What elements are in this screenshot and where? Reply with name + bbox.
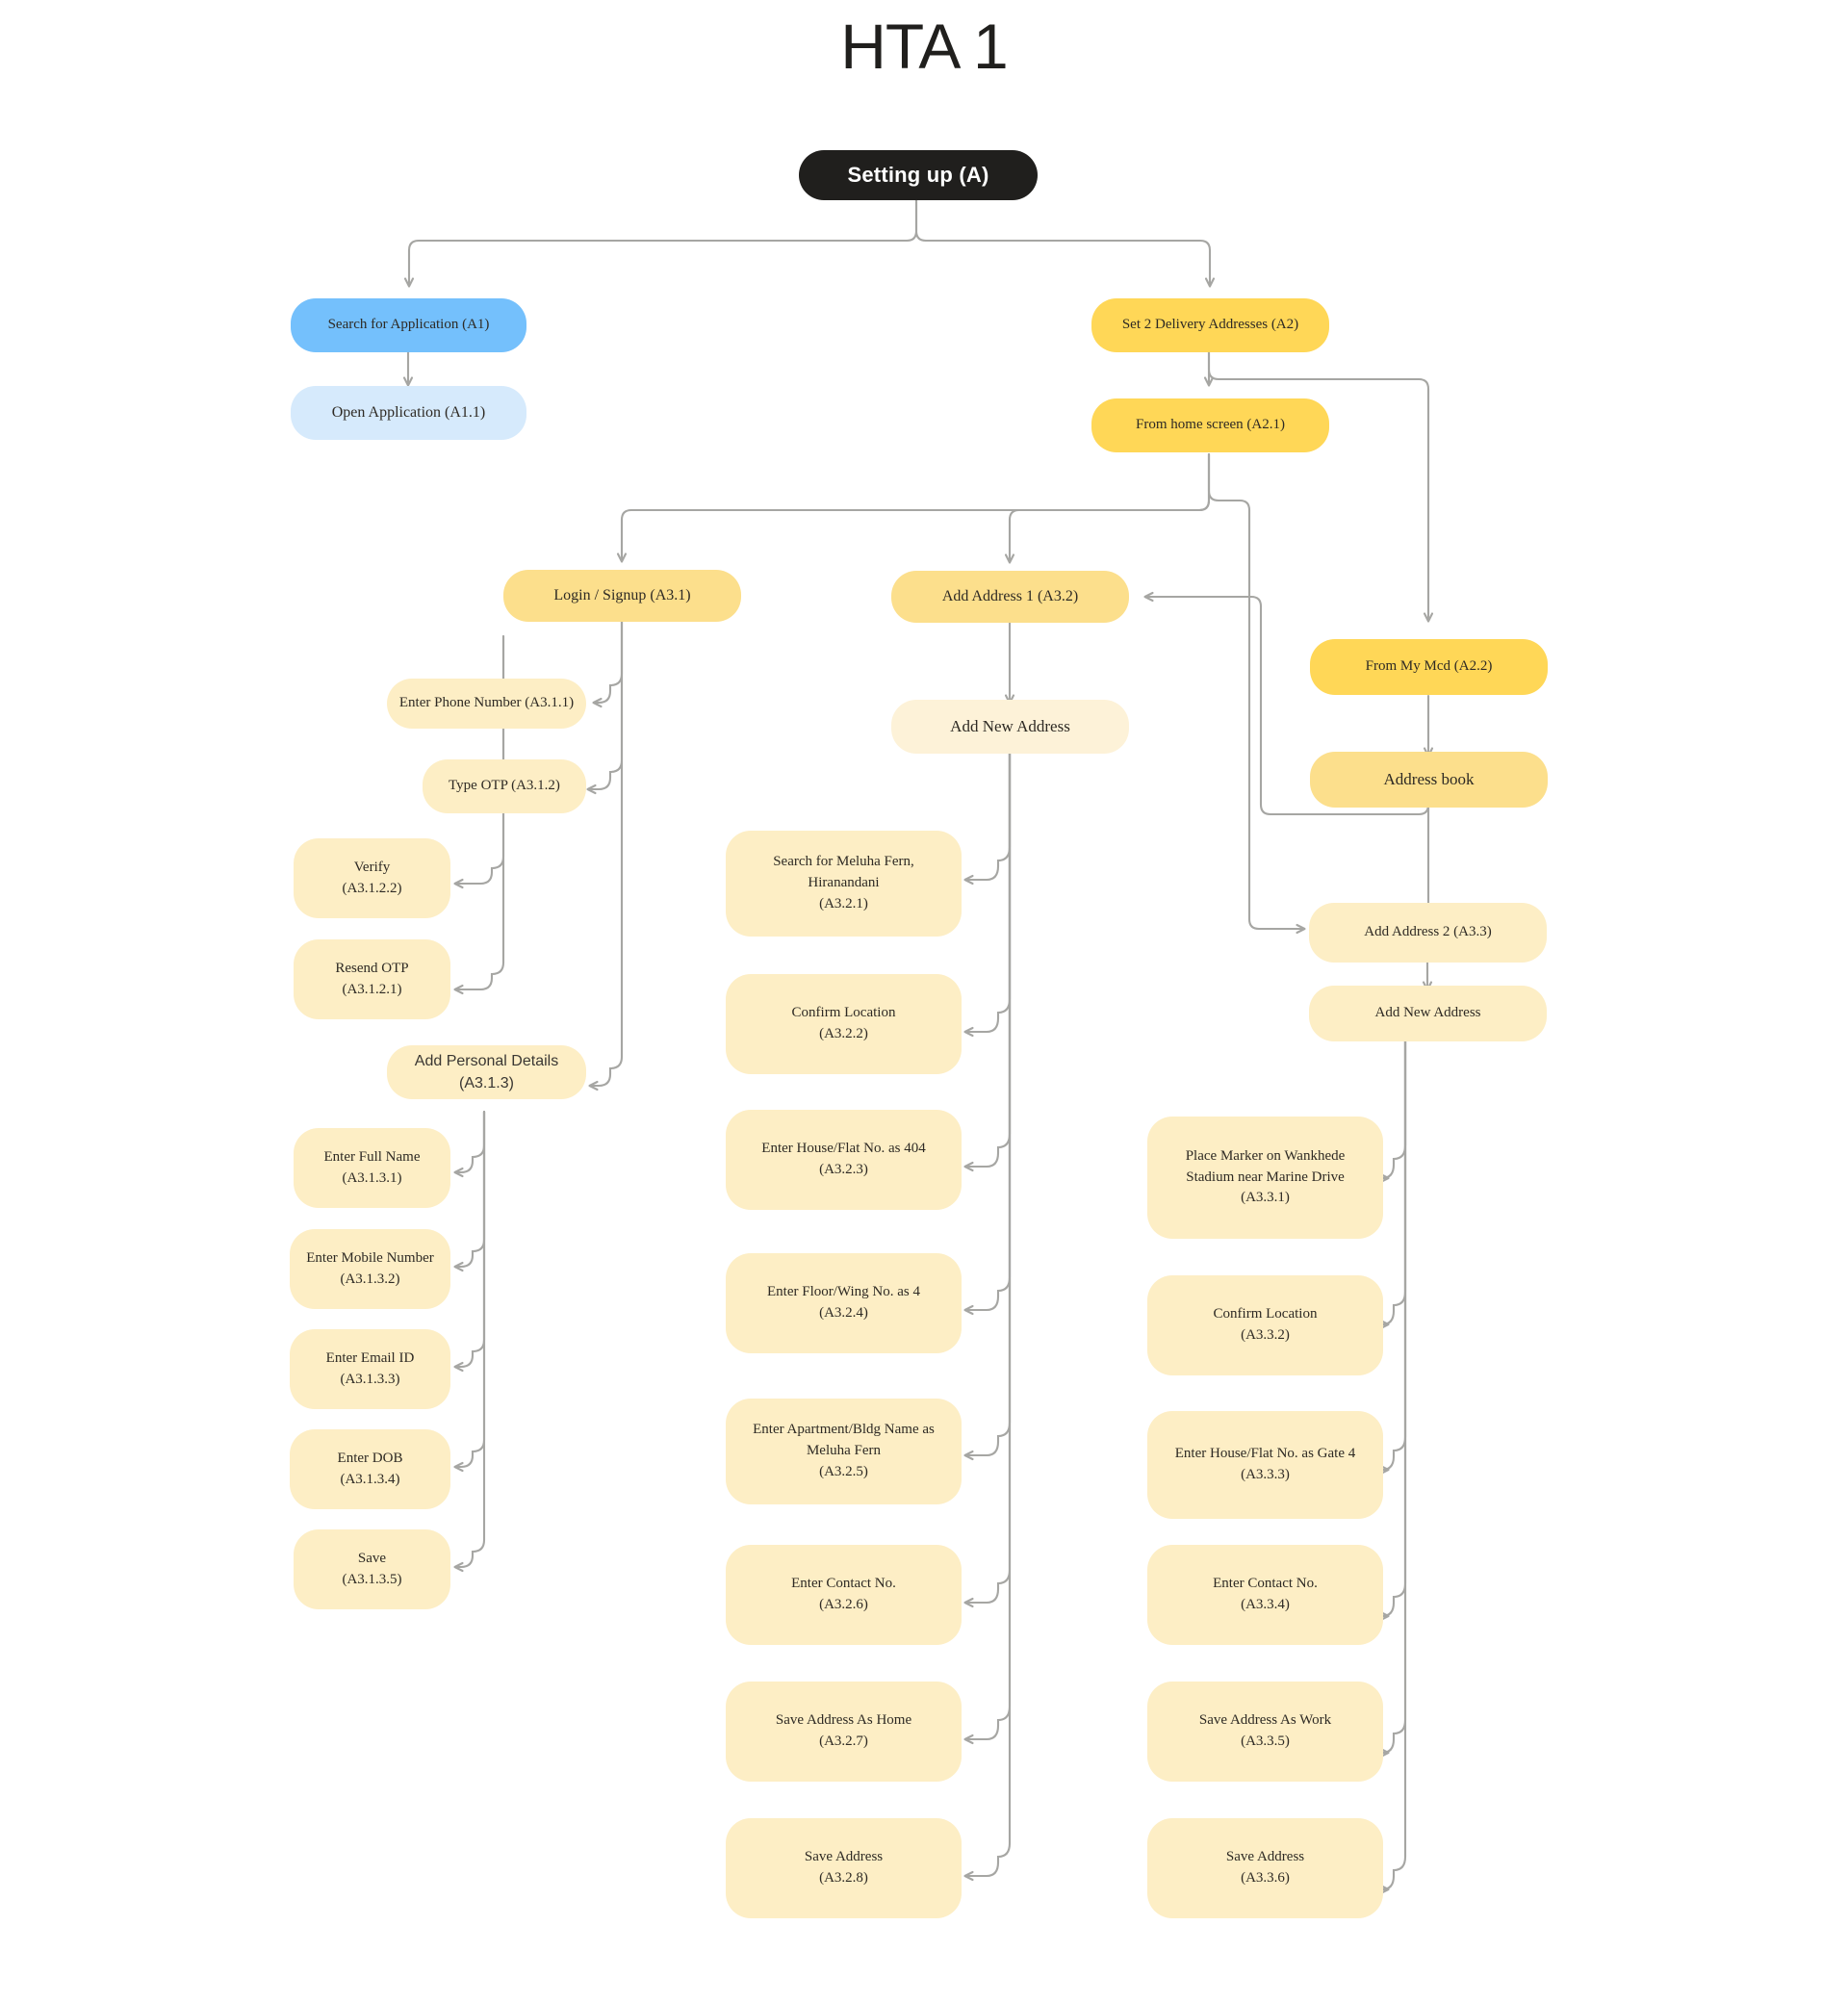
node-label: Enter Floor/Wing No. as 4 bbox=[767, 1284, 920, 1300]
node-label: Enter DOB bbox=[337, 1450, 403, 1466]
node-code: (A3.2.3) bbox=[819, 1162, 868, 1177]
node-verify[interactable]: Verify (A3.1.2.2) bbox=[294, 838, 450, 918]
node-code: (A3.3.6) bbox=[1241, 1870, 1290, 1886]
node-add-address-1[interactable]: Add Address 1 (A3.2) bbox=[891, 571, 1129, 623]
node-enter-email-id[interactable]: Enter Email ID (A3.1.3.3) bbox=[290, 1329, 450, 1409]
node-code: (A3.1.3.4) bbox=[340, 1471, 400, 1487]
node-label: Add Address 2 (A3.3) bbox=[1364, 924, 1492, 940]
node-label: Add New Address bbox=[1374, 1005, 1481, 1021]
node-enter-house-flat-gate-4[interactable]: Enter House/Flat No. as Gate 4 (A3.3.3) bbox=[1147, 1411, 1383, 1519]
node-confirm-location-a321[interactable]: Confirm Location (A3.2.2) bbox=[726, 974, 962, 1074]
node-label: Place Marker on Wankhede bbox=[1185, 1147, 1346, 1164]
node-label: From My Mcd (A2.2) bbox=[1365, 658, 1493, 675]
node-save-address-as-home[interactable]: Save Address As Home (A3.2.7) bbox=[726, 1682, 962, 1782]
node-label: Save Address As Home bbox=[775, 1712, 912, 1729]
node-label: Search for Meluha Fern, bbox=[773, 854, 914, 870]
node-save-address-a336[interactable]: Save Address (A3.3.6) bbox=[1147, 1818, 1383, 1918]
node-label: Type OTP (A3.1.2) bbox=[449, 778, 560, 794]
node-code: (A3.2.5) bbox=[819, 1463, 868, 1479]
node-label: Search for Application (A1) bbox=[327, 317, 490, 333]
node-enter-full-name[interactable]: Enter Full Name (A3.1.3.1) bbox=[294, 1128, 450, 1208]
node-enter-mobile-number[interactable]: Enter Mobile Number (A3.1.3.2) bbox=[290, 1229, 450, 1309]
node-code: (A3.1.2.2) bbox=[342, 880, 402, 896]
node-label: Enter Mobile Number bbox=[306, 1249, 434, 1266]
node-code: (A3.3.5) bbox=[1241, 1733, 1290, 1749]
node-label: Set 2 Delivery Addresses (A2) bbox=[1121, 317, 1299, 333]
node-label-2: Hiranandani bbox=[808, 875, 880, 891]
node-code: (A3.2.1) bbox=[819, 895, 868, 912]
node-label: Open Application (A1.1) bbox=[331, 404, 486, 422]
node-search-for-application[interactable]: Search for Application (A1) bbox=[291, 298, 526, 352]
node-label: Enter Email ID bbox=[325, 1349, 415, 1366]
node-address-book[interactable]: Address book bbox=[1310, 752, 1548, 808]
node-code: (A3.1.3.5) bbox=[342, 1571, 402, 1587]
node-label: Enter House/Flat No. as Gate 4 bbox=[1174, 1446, 1356, 1462]
node-label: Confirm Location bbox=[791, 1005, 896, 1021]
node-label: Enter Apartment/Bldg Name as bbox=[753, 1422, 935, 1438]
node-label: Resend OTP bbox=[335, 960, 409, 976]
node-enter-contact-no-a326[interactable]: Enter Contact No. (A3.2.6) bbox=[726, 1545, 962, 1645]
node-enter-phone-number[interactable]: Enter Phone Number (A3.1.1) bbox=[387, 679, 586, 729]
node-label: Add New Address bbox=[950, 716, 1070, 735]
node-label: Save Address bbox=[1225, 1849, 1305, 1865]
node-add-address-2[interactable]: Add Address 2 (A3.3) bbox=[1309, 903, 1547, 963]
node-confirm-location-a332[interactable]: Confirm Location (A3.3.2) bbox=[1147, 1275, 1383, 1375]
node-code: (A3.3.3) bbox=[1241, 1467, 1290, 1482]
node-setting-up[interactable]: Setting up (A) bbox=[799, 150, 1038, 200]
node-type-otp[interactable]: Type OTP (A3.1.2) bbox=[423, 759, 586, 813]
node-code: (A3.1.2.1) bbox=[342, 981, 402, 997]
node-enter-apartment-bldg-name[interactable]: Enter Apartment/Bldg Name as Meluha Fern… bbox=[726, 1399, 962, 1504]
node-code: (A3.2.4) bbox=[819, 1305, 868, 1321]
node-code: (A3.2.6) bbox=[819, 1597, 868, 1612]
node-add-new-address-2[interactable]: Add New Address bbox=[1309, 986, 1547, 1041]
node-code: (A3.1.3.3) bbox=[340, 1371, 400, 1387]
node-label: Enter Contact No. bbox=[791, 1576, 896, 1592]
node-place-marker-wankhede[interactable]: Place Marker on Wankhede Stadium near Ma… bbox=[1147, 1117, 1383, 1239]
node-label: Enter House/Flat No. as 404 bbox=[761, 1141, 926, 1157]
node-enter-contact-no-a334[interactable]: Enter Contact No. (A3.3.4) bbox=[1147, 1545, 1383, 1645]
node-enter-dob[interactable]: Enter DOB (A3.1.3.4) bbox=[290, 1429, 450, 1509]
node-add-personal-details[interactable]: Add Personal Details (A3.1.3) bbox=[387, 1045, 586, 1099]
page-title: HTA 1 bbox=[840, 11, 1009, 82]
node-set-2-delivery-addresses[interactable]: Set 2 Delivery Addresses (A2) bbox=[1091, 298, 1329, 352]
node-code: (A3.1.3.1) bbox=[342, 1169, 402, 1186]
node-label: Save Address As Work bbox=[1198, 1712, 1332, 1729]
node-save-address-a328[interactable]: Save Address (A3.2.8) bbox=[726, 1818, 962, 1918]
node-code: (A3.2.2) bbox=[819, 1026, 868, 1041]
node-label: Login / Signup (A3.1) bbox=[553, 587, 691, 604]
node-save-address-as-work[interactable]: Save Address As Work (A3.3.5) bbox=[1147, 1682, 1383, 1782]
node-label: From home screen (A2.1) bbox=[1136, 417, 1285, 433]
node-label: Add Personal Details (A3.1.3) bbox=[414, 1052, 559, 1091]
node-code: (A3.3.1) bbox=[1241, 1190, 1290, 1206]
node-from-home-screen[interactable]: From home screen (A2.1) bbox=[1091, 398, 1329, 452]
node-code: (A3.3.4) bbox=[1241, 1597, 1290, 1612]
node-enter-house-flat-404[interactable]: Enter House/Flat No. as 404 (A3.2.3) bbox=[726, 1110, 962, 1210]
node-resend-otp[interactable]: Resend OTP (A3.1.2.1) bbox=[294, 939, 450, 1019]
node-label: Enter Phone Number (A3.1.1) bbox=[398, 695, 575, 711]
node-enter-floor-wing-4[interactable]: Enter Floor/Wing No. as 4 (A3.2.4) bbox=[726, 1253, 962, 1353]
node-add-new-address-1[interactable]: Add New Address bbox=[891, 700, 1129, 754]
node-label: Verify bbox=[353, 859, 391, 875]
node-label: Save Address bbox=[804, 1849, 884, 1865]
node-label: Setting up (A) bbox=[847, 163, 989, 188]
node-label: Enter Contact No. bbox=[1213, 1576, 1318, 1592]
node-label: Add Address 1 (A3.2) bbox=[941, 588, 1079, 605]
node-code: (A3.3.2) bbox=[1241, 1327, 1290, 1343]
node-label: Save bbox=[357, 1550, 387, 1566]
node-open-application[interactable]: Open Application (A1.1) bbox=[291, 386, 526, 440]
node-label: Address book bbox=[1383, 769, 1475, 788]
node-code: (A3.1.3.2) bbox=[340, 1271, 400, 1287]
node-label-2: Meluha Fern bbox=[806, 1443, 882, 1459]
node-search-meluha-fern[interactable]: Search for Meluha Fern, Hiranandani (A3.… bbox=[726, 831, 962, 937]
node-login-signup[interactable]: Login / Signup (A3.1) bbox=[503, 570, 741, 622]
node-code: (A3.2.8) bbox=[819, 1870, 868, 1886]
node-from-my-mcd[interactable]: From My Mcd (A2.2) bbox=[1310, 639, 1548, 695]
node-code: (A3.2.7) bbox=[819, 1733, 868, 1749]
node-label-2: Stadium near Marine Drive bbox=[1186, 1168, 1345, 1185]
node-label: Enter Full Name bbox=[323, 1148, 421, 1165]
node-label: Confirm Location bbox=[1213, 1306, 1318, 1322]
node-save-personal-details[interactable]: Save (A3.1.3.5) bbox=[294, 1529, 450, 1609]
